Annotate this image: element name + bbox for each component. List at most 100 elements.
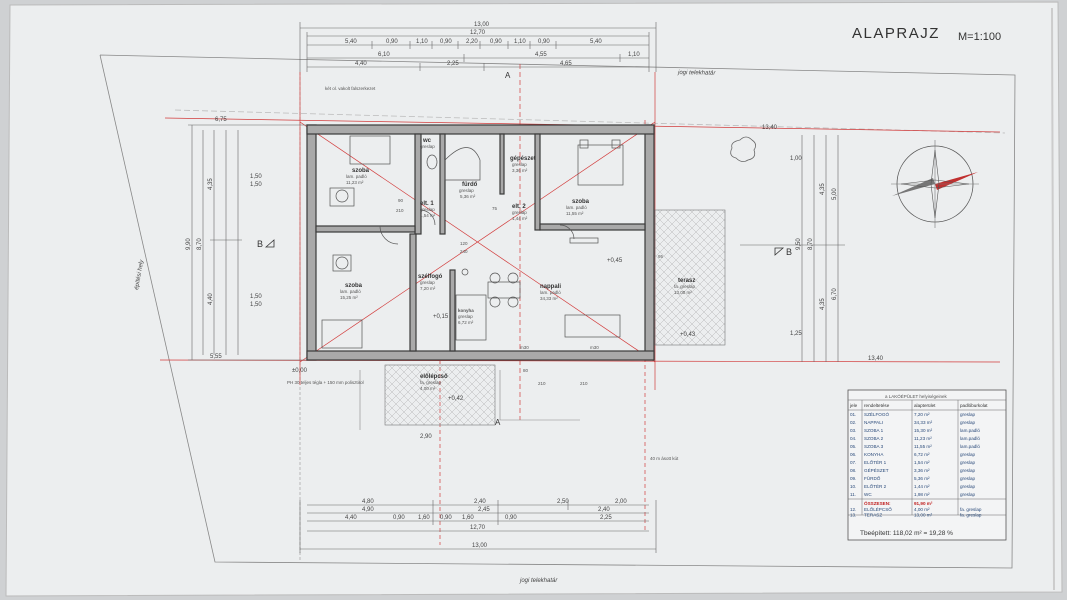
dim-right-435-a: 4,35	[820, 183, 826, 195]
dim-bottom-090-c: 0,90	[505, 515, 517, 521]
table-cell: 11,55 m²	[914, 444, 932, 449]
table-cell: SZOBA 2	[864, 436, 884, 441]
svg-text:210: 210	[580, 381, 588, 386]
dim-top-110-c: 1,10	[628, 52, 640, 58]
table-cell: FÜRDŐ	[864, 475, 881, 481]
dim-left-150-c: 1,50	[250, 294, 262, 300]
dim-top-465: 4,65	[560, 61, 572, 67]
dim-top-110-a: 1,10	[416, 39, 428, 45]
svg-text:greslap: greslap	[458, 314, 473, 319]
dim-top-1270: 12,70	[470, 30, 486, 36]
dim-left-990: 9,90	[186, 238, 192, 250]
table-cell: NAPPALI	[864, 420, 883, 425]
svg-text:szoba: szoba	[352, 168, 370, 174]
dim-bottom-090-b: 0,90	[440, 515, 452, 521]
svg-text:szoba: szoba	[345, 283, 363, 289]
table-heading: a LAKÓÉPÜLET helyiségeinek	[885, 393, 947, 399]
svg-text:greslap: greslap	[459, 188, 474, 193]
section-mark-b-right: B	[786, 247, 792, 257]
table-cell: 7,20 m²	[914, 412, 930, 417]
drawing-scale: M=1:100	[958, 31, 1001, 43]
terrace-area	[654, 209, 726, 346]
table-cell: 02.	[850, 420, 856, 425]
svg-text:210: 210	[538, 381, 546, 386]
dim-top-110-b: 1,10	[514, 39, 526, 45]
level-markers: ±0,00 +0,45 +0,43 +0,42 +0,15	[292, 258, 696, 402]
dim-top-225: 2,25	[447, 61, 459, 67]
dim-left-150-b: 1,50	[250, 182, 262, 188]
table-cell: 06.	[850, 452, 856, 457]
table-cell: ELŐTÉR 2	[864, 483, 887, 489]
table-cell: greslap	[960, 420, 976, 425]
bottom-dimensions	[299, 500, 657, 553]
table-cell: 1,44 m²	[914, 484, 930, 489]
dim-top-090-a: 0,90	[386, 39, 398, 45]
front-steps-area	[384, 364, 496, 426]
svg-text:előlépcső: előlépcső	[420, 374, 448, 380]
table-cell: lam.padló	[960, 444, 980, 449]
dim-bottom-490: 4,90	[362, 507, 374, 513]
svg-text:nappali: nappali	[540, 284, 561, 290]
svg-text:34,33 m²: 34,33 m²	[540, 296, 558, 301]
dim-top-540-b: 5,40	[590, 39, 602, 45]
dim-top-440: 4,40	[355, 61, 367, 67]
dim-bottom-1270: 12,70	[470, 525, 486, 531]
svg-text:wc: wc	[422, 138, 432, 144]
dim-bottom-440: 4,40	[345, 515, 357, 521]
section-arrow-b-left	[264, 239, 275, 248]
dim-bottom-160-a: 1,60	[418, 515, 430, 521]
table-cell: 4,00 m²	[914, 507, 930, 512]
svg-text:+0,45: +0,45	[607, 258, 623, 264]
table-cell: 09.	[850, 476, 856, 481]
table-cell: SZOBA 3	[864, 444, 884, 449]
table-cell: greslap	[960, 492, 976, 497]
svg-text:95: 95	[658, 254, 664, 259]
table-cell: 5,36 m²	[914, 476, 930, 481]
table-cell: 1,98 m²	[914, 492, 930, 497]
svg-text:szoba: szoba	[572, 199, 590, 205]
table-cell: greslap	[960, 412, 976, 417]
top-dimensions	[299, 22, 657, 72]
dim-left-435: 4,35	[208, 178, 214, 190]
room-labels: szoba lam. padló 11,23 m² wc greslap für…	[340, 138, 696, 391]
dim-left-870: 8,70	[197, 238, 203, 250]
svg-text:greslap: greslap	[420, 207, 435, 212]
dim-bottom-160-b: 1,60	[462, 515, 474, 521]
svg-text:m30: m30	[520, 345, 529, 350]
table-cell: 3,36 m²	[914, 468, 930, 473]
dim-left-440: 4,40	[208, 293, 214, 305]
svg-text:4,00 m²: 4,00 m²	[420, 386, 436, 391]
table-cell: 10.	[850, 484, 856, 489]
svg-text:11,55 m²: 11,55 m²	[566, 211, 584, 216]
dim-bottom-480: 4,80	[362, 499, 374, 505]
svg-text:gépészet: gépészet	[510, 156, 536, 162]
section-arrow-b-right	[774, 247, 785, 256]
svg-text:13,00 m²: 13,00 m²	[674, 290, 692, 295]
svg-text:80: 80	[523, 368, 529, 373]
table-cell: greslap	[960, 468, 976, 473]
interior-fixtures	[321, 135, 624, 349]
room-wc: wc greslap	[420, 138, 435, 149]
svg-text:fa. greslap: fa. greslap	[674, 284, 696, 289]
svg-text:fürdő: fürdő	[462, 182, 478, 188]
built-area-summary: Tbeépített: 118,02 m² = 19,28 %	[860, 530, 953, 537]
room-szelfogo: szélfogó greslap 7,20 m²	[418, 274, 443, 291]
dim-bottom-240-b: 2,40	[598, 507, 610, 513]
paper	[5, 1, 1063, 597]
table-cell: 13,00 m²	[914, 513, 933, 518]
section-mark-a-bottom: A	[495, 418, 501, 427]
site-dim-right-top: 13,40	[762, 125, 778, 131]
dim-bottom-090-a: 0,90	[393, 515, 405, 521]
svg-text:+0,15: +0,15	[433, 314, 449, 320]
table-cell: 11,23 m²	[914, 436, 932, 441]
dim-top-090-d: 0,90	[538, 39, 550, 45]
dim-bottom-245: 2,45	[478, 507, 490, 513]
bottom-boundary-label: jogi telekhatár	[519, 578, 558, 584]
table-cell: 34,33 m²	[914, 420, 933, 425]
svg-text:+0,43: +0,43	[680, 332, 696, 338]
dim-right-435-b: 4,35	[820, 298, 826, 310]
table-cell: KONYHA	[864, 452, 884, 457]
table-cell: fa. greslap	[960, 513, 982, 518]
